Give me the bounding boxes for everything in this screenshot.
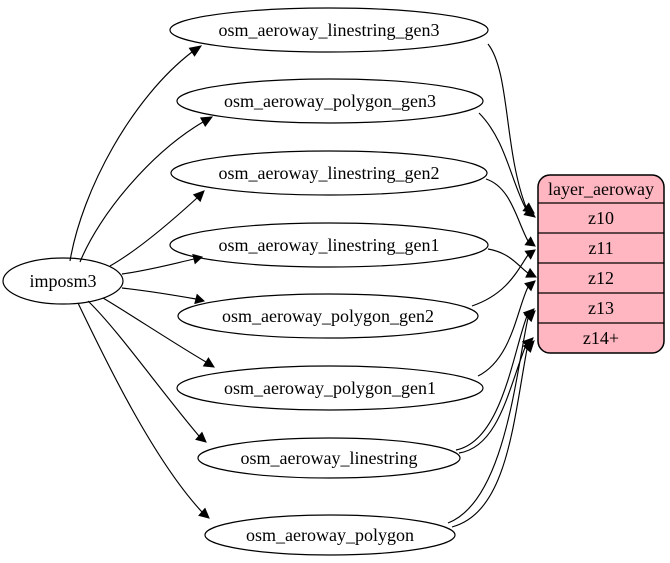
node-label: osm_aeroway_linestring_gen3 bbox=[219, 20, 440, 40]
edge-arrowhead bbox=[524, 236, 536, 247]
edge-arrowhead bbox=[523, 310, 536, 323]
edge-imposm3|osm_aeroway_polygon_gen3 bbox=[79, 116, 214, 263]
node-label: osm_aeroway_linestring_gen2 bbox=[219, 163, 440, 183]
layer-row-label-z11: z11 bbox=[588, 238, 613, 258]
edge-line bbox=[102, 297, 207, 363]
node-layer_aeroway: layer_aeroway z10 z11 z12 z13 z14+ bbox=[537, 174, 665, 354]
ellipse-shape bbox=[170, 150, 488, 196]
layer-box bbox=[537, 174, 665, 354]
edge-imposm3|osm_aeroway_linestring_gen2 bbox=[109, 190, 205, 267]
edge-line bbox=[458, 344, 527, 454]
edge-line bbox=[478, 112, 528, 212]
node-osm_aeroway_polygon: osm_aeroway_polygon bbox=[204, 514, 456, 556]
edge-line bbox=[121, 287, 197, 300]
node-label: osm_aeroway_linestring_gen1 bbox=[219, 235, 440, 255]
edge-imposm3|osm_aeroway_linestring_gen1 bbox=[121, 253, 203, 275]
ellipse-shape bbox=[176, 365, 484, 411]
ellipse-shape bbox=[169, 222, 489, 268]
edge-arrowhead bbox=[188, 45, 203, 57]
node-label: osm_aeroway_linestring bbox=[241, 448, 418, 468]
node-label: osm_aeroway_polygon bbox=[246, 525, 414, 545]
edge-line bbox=[477, 286, 529, 377]
edge-line bbox=[487, 43, 527, 208]
edge-arrowhead bbox=[523, 206, 536, 218]
layer-title: layer_aeroway bbox=[548, 179, 654, 199]
edge-arrowhead bbox=[194, 293, 205, 305]
edge-arrowhead bbox=[198, 507, 210, 519]
edge-arrowhead bbox=[525, 267, 537, 278]
edge-line bbox=[121, 258, 195, 275]
edge-arrowhead bbox=[522, 340, 535, 353]
node-label: osm_aeroway_polygon_gen1 bbox=[224, 378, 436, 398]
node-osm_aeroway_polygon_gen1: osm_aeroway_polygon_gen1 bbox=[176, 365, 484, 411]
edge-osm_aeroway_linestring_gen1|layer_aeroway.z12 bbox=[487, 248, 537, 278]
ellipse-shape bbox=[197, 437, 461, 479]
ellipse-shape bbox=[176, 78, 484, 124]
edge-osm_aeroway_polygon|layer_aeroway.z13 bbox=[447, 310, 536, 524]
edge-line bbox=[451, 348, 528, 528]
layer-row-label-z14plus: z14+ bbox=[583, 328, 619, 348]
edge-line bbox=[485, 178, 529, 242]
edge-line bbox=[447, 317, 529, 524]
edge-imposm3|osm_aeroway_polygon_gen2 bbox=[121, 287, 205, 305]
edge-osm_aeroway_polygon|layer_aeroway.z14plus bbox=[451, 340, 535, 528]
node-osm_aeroway_linestring_gen1: osm_aeroway_linestring_gen1 bbox=[169, 222, 489, 268]
layer-row-label-z12: z12 bbox=[588, 268, 614, 288]
edge-arrowhead bbox=[192, 190, 205, 203]
edge-line bbox=[77, 302, 203, 513]
layer-row-label-z10: z10 bbox=[588, 208, 614, 228]
node-osm_aeroway_linestring_gen3: osm_aeroway_linestring_gen3 bbox=[169, 7, 489, 53]
edge-line bbox=[455, 315, 528, 451]
ellipse-shape bbox=[169, 7, 489, 53]
edge-imposm3|osm_aeroway_linestring_gen3 bbox=[69, 45, 203, 262]
edge-arrowhead bbox=[195, 431, 207, 443]
node-osm_aeroway_polygon_gen3: osm_aeroway_polygon_gen3 bbox=[176, 78, 484, 124]
node-label: imposm3 bbox=[29, 271, 96, 291]
node-label: osm_aeroway_polygon_gen3 bbox=[224, 91, 436, 111]
edge-osm_aeroway_linestring_gen3|layer_aeroway.z10 bbox=[487, 43, 535, 214]
edge-imposm3|osm_aeroway_linestring bbox=[87, 300, 207, 443]
node-label: osm_aeroway_polygon_gen2 bbox=[222, 306, 434, 326]
edge-line bbox=[487, 248, 529, 274]
node-imposm3: imposm3 bbox=[2, 257, 124, 305]
edge-osm_aeroway_polygon_gen2|layer_aeroway.z11 bbox=[471, 249, 536, 307]
ellipse-shape bbox=[204, 514, 456, 556]
node-osm_aeroway_linestring: osm_aeroway_linestring bbox=[197, 437, 461, 479]
edge-arrowhead bbox=[202, 357, 215, 368]
edge-line bbox=[69, 51, 193, 262]
edge-imposm3|osm_aeroway_polygon bbox=[77, 302, 210, 519]
edge-line bbox=[109, 197, 198, 267]
ellipse-shape bbox=[177, 293, 479, 339]
edge-line bbox=[87, 300, 200, 437]
edge-arrowhead bbox=[524, 249, 536, 260]
edge-osm_aeroway_linestring_gen2|layer_aeroway.z11 bbox=[485, 178, 536, 247]
edge-osm_aeroway_polygon_gen3|layer_aeroway.z10 bbox=[478, 112, 536, 218]
layer-row-label-z13: z13 bbox=[588, 298, 614, 318]
node-osm_aeroway_linestring_gen2: osm_aeroway_linestring_gen2 bbox=[170, 150, 488, 196]
edge-arrowhead bbox=[524, 280, 536, 292]
edge-line bbox=[79, 121, 204, 263]
node-osm_aeroway_polygon_gen2: osm_aeroway_polygon_gen2 bbox=[177, 293, 479, 339]
edge-imposm3|osm_aeroway_polygon_gen1 bbox=[102, 297, 215, 368]
ellipse-shape bbox=[2, 257, 124, 305]
edge-arrowhead bbox=[192, 253, 203, 265]
edge-osm_aeroway_polygon_gen1|layer_aeroway.z12 bbox=[477, 280, 536, 377]
edge-arrowhead bbox=[199, 116, 214, 127]
edge-line bbox=[471, 254, 529, 307]
